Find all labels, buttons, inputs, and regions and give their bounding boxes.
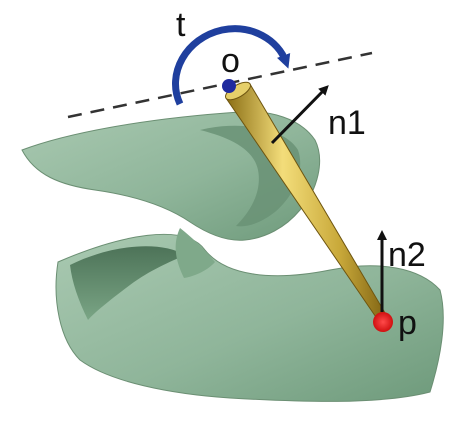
label-o: o bbox=[221, 42, 240, 80]
rotation-axis-line bbox=[67, 51, 373, 119]
rotation-arrow bbox=[172, 25, 291, 106]
label-p: p bbox=[398, 304, 417, 342]
contact-point bbox=[373, 312, 393, 332]
normal-1-arrow bbox=[270, 85, 329, 145]
surface-fold-shadow bbox=[70, 246, 185, 320]
pivot-point bbox=[222, 79, 236, 93]
label-n2: n2 bbox=[388, 236, 426, 274]
label-t: t bbox=[176, 6, 186, 44]
surface-lower-sheet bbox=[55, 233, 444, 402]
label-n1: n1 bbox=[328, 104, 366, 142]
surface-connecting-fold bbox=[175, 228, 215, 278]
